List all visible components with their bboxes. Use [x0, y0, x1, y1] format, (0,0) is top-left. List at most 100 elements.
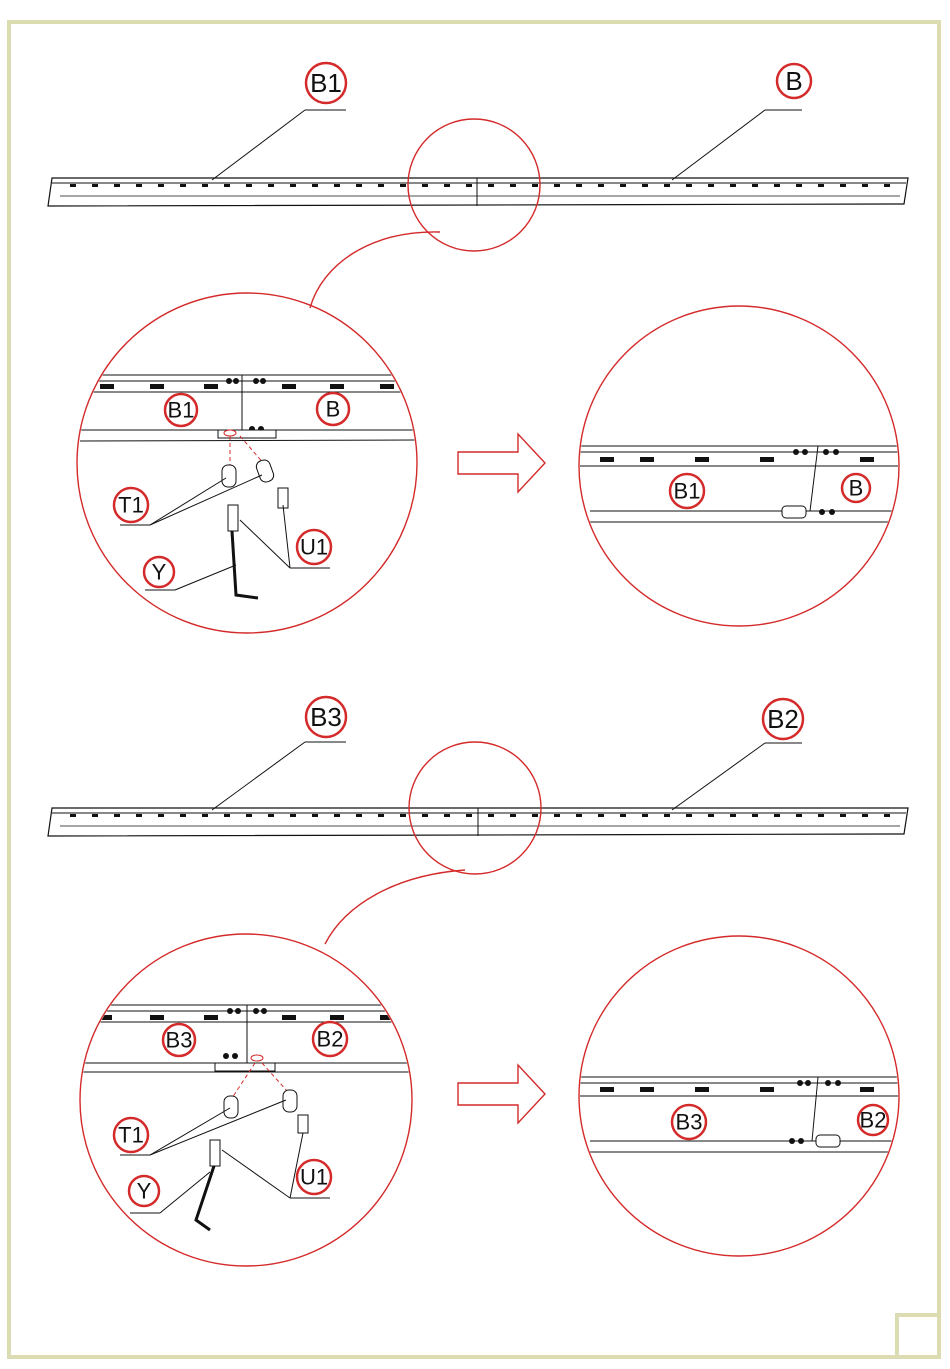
- beam-slot: [268, 814, 274, 817]
- beam-slot: [444, 814, 450, 817]
- svg-text:U1: U1: [300, 535, 328, 560]
- beam-slot: [686, 814, 692, 817]
- beam-slot: [884, 184, 890, 187]
- right-arrow-icon: [458, 1065, 545, 1123]
- beam-slot: [290, 184, 296, 187]
- step2-overview: B3 B2: [48, 697, 908, 944]
- svg-text:U1: U1: [300, 1165, 328, 1190]
- beam-slot: [246, 814, 252, 817]
- beam-slot: [554, 814, 560, 817]
- beam-slot: [686, 184, 692, 187]
- label-t1-step2: T1: [114, 1118, 148, 1152]
- beam-slot: [422, 814, 428, 817]
- step1-beam: [48, 178, 908, 206]
- beam-slot: [92, 184, 98, 187]
- beam-slot: [796, 184, 802, 187]
- beam-slot: [488, 814, 494, 817]
- beam-slot: [334, 814, 340, 817]
- svg-text:Y: Y: [152, 560, 167, 585]
- beam-slot: [180, 814, 186, 817]
- beam-slot: [70, 184, 76, 187]
- svg-text:B2: B2: [860, 1108, 887, 1133]
- beam-slot: [422, 184, 428, 187]
- step1-detail-right: B1 B: [570, 306, 910, 626]
- beam-slot: [774, 184, 780, 187]
- beam-slot: [312, 184, 318, 187]
- beam-slot: [378, 814, 384, 817]
- svg-text:B: B: [326, 397, 341, 422]
- beam-slot: [400, 814, 406, 817]
- beam-slot: [70, 814, 76, 817]
- beam-slot: [268, 184, 274, 187]
- svg-text:B2: B2: [317, 1027, 344, 1052]
- svg-text:B2: B2: [767, 704, 799, 734]
- beam-slot: [532, 184, 538, 187]
- label-b2-detail: B2: [313, 1022, 347, 1056]
- beam-slot: [774, 814, 780, 817]
- beam-slot: [466, 184, 472, 187]
- beam-slot: [598, 814, 604, 817]
- beam-slot: [290, 814, 296, 817]
- beam-slot: [510, 814, 516, 817]
- label-u1-step2: U1: [297, 1160, 331, 1194]
- beam-slot: [620, 814, 626, 817]
- beam-slot: [444, 184, 450, 187]
- step2-beam: [48, 808, 908, 836]
- svg-text:B3: B3: [676, 1110, 703, 1135]
- beam-slot: [334, 184, 340, 187]
- svg-text:T1: T1: [118, 493, 144, 518]
- beam-slot: [114, 184, 120, 187]
- beam-slot: [862, 184, 868, 187]
- beam-slot: [356, 184, 362, 187]
- beam-slot: [532, 814, 538, 817]
- label-b2-top: B2: [763, 699, 803, 739]
- label-b3-result: B3: [672, 1105, 706, 1139]
- label-b3-top: B3: [306, 697, 346, 737]
- beam-slot: [642, 184, 648, 187]
- beam-slot: [312, 814, 318, 817]
- beam-slot: [246, 184, 252, 187]
- beam-slot: [818, 184, 824, 187]
- label-b-result: B: [842, 474, 870, 502]
- beam-slot: [92, 814, 98, 817]
- beam-slot: [136, 184, 142, 187]
- beam-slot: [818, 814, 824, 817]
- beam-slot: [840, 184, 846, 187]
- beam-slot: [224, 184, 230, 187]
- beam-slot: [664, 814, 670, 817]
- step2-detail-right: B3 B2: [570, 936, 910, 1256]
- beam-slot: [752, 184, 758, 187]
- beam-slot: [730, 184, 736, 187]
- step1-detail-left: B1 B T1 U1 Y: [60, 293, 420, 633]
- svg-text:Y: Y: [137, 1179, 152, 1204]
- beam-slot: [136, 814, 142, 817]
- beam-slot: [576, 814, 582, 817]
- label-b3-detail: B3: [163, 1024, 195, 1056]
- label-t1: T1: [114, 488, 148, 522]
- beam-slot: [796, 814, 802, 817]
- beam-slot: [884, 814, 890, 817]
- beam-slot: [554, 184, 560, 187]
- beam-slot: [598, 184, 604, 187]
- beam-slot: [158, 184, 164, 187]
- beam-slot: [224, 814, 230, 817]
- svg-text:B: B: [785, 66, 802, 96]
- right-arrow-icon: [458, 434, 545, 492]
- beam-slot: [356, 814, 362, 817]
- step1-overview: B1 B: [48, 63, 908, 308]
- step2-detail-left: B3 B2 T1 U1 Y: [60, 934, 420, 1266]
- label-b2-result: B2: [858, 1105, 888, 1135]
- beam-slot: [708, 814, 714, 817]
- label-u1: U1: [297, 530, 331, 564]
- label-b-detail: B: [317, 393, 349, 425]
- beam-slot: [664, 184, 670, 187]
- beam-slot: [114, 814, 120, 817]
- label-b1-detail: B1: [165, 394, 197, 426]
- beam-slot: [466, 814, 472, 817]
- beam-slot: [202, 814, 208, 817]
- beam-slot: [730, 814, 736, 817]
- label-b1-top: B1: [306, 63, 346, 103]
- beam-slot: [752, 814, 758, 817]
- label-y: Y: [144, 557, 174, 587]
- beam-slot: [510, 184, 516, 187]
